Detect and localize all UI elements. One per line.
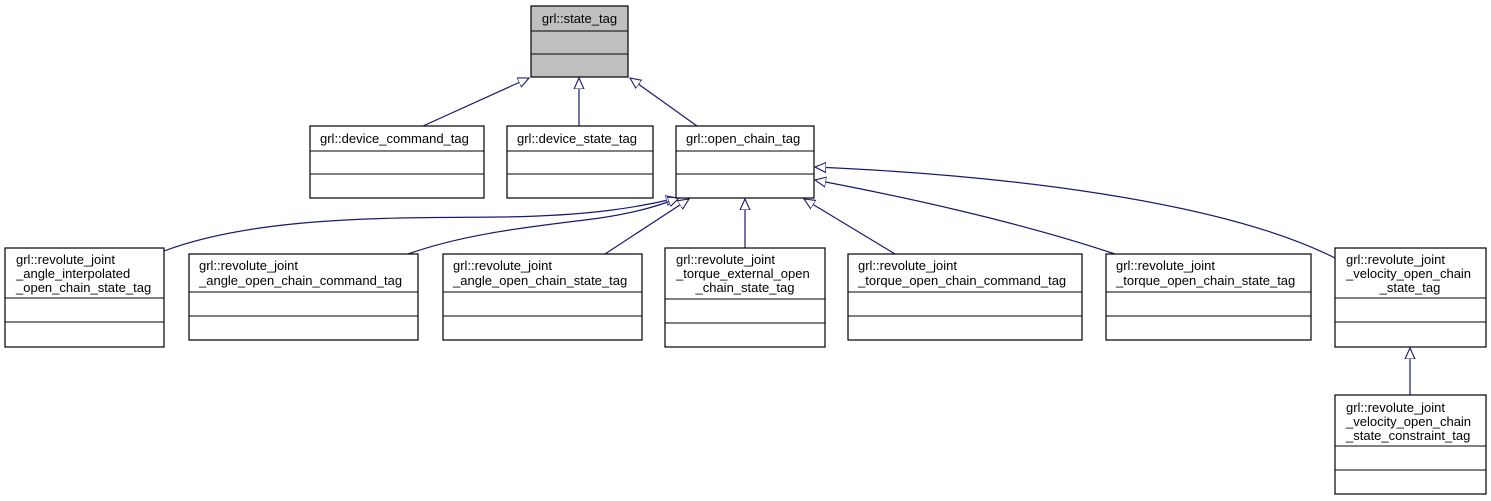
edge-torque-state-to-open-chain: [815, 180, 1116, 255]
class-name: grl::open_chain_tag: [686, 131, 800, 146]
class-device-command-tag[interactable]: grl::device_command_tag: [309, 125, 485, 199]
inheritance-edges: [163, 78, 1410, 395]
class-name-line: _torque_open_chain_command_tag: [857, 273, 1066, 288]
edge-velocity-to-open-chain: [815, 167, 1336, 259]
class-name-line: grl::revolute_joint: [1346, 400, 1445, 415]
class-name-line: _angle_interpolated: [15, 266, 130, 281]
class-torque-command-tag[interactable]: grl::revolute_joint _torque_open_chain_c…: [847, 253, 1083, 341]
class-name-line: grl::revolute_joint: [1346, 252, 1445, 267]
class-name-line: _chain_state_tag: [694, 280, 794, 295]
class-angle-state-tag[interactable]: grl::revolute_joint _angle_open_chain_st…: [442, 253, 643, 341]
class-torque-state-tag[interactable]: grl::revolute_joint _torque_open_chain_s…: [1105, 253, 1312, 341]
edge-angle-command-to-open-chain: [407, 198, 679, 255]
class-name-line: _velocity_open_chain: [1345, 266, 1471, 281]
class-name-line: grl::revolute_joint: [16, 252, 115, 267]
edge-device-command-to-state: [422, 78, 529, 127]
class-name-line: grl::revolute_joint: [1116, 258, 1215, 273]
class-name-line: _torque_external_open: [675, 266, 810, 281]
class-angle-command-tag[interactable]: grl::revolute_joint _angle_open_chain_co…: [188, 253, 419, 341]
class-name-line: _angle_open_chain_state_tag: [452, 273, 627, 288]
class-velocity-state-tag[interactable]: grl::revolute_joint _velocity_open_chain…: [1334, 247, 1487, 348]
class-name: grl::state_tag: [542, 11, 617, 26]
edge-angle-state-to-open-chain: [604, 199, 689, 255]
class-torque-external-state-tag[interactable]: grl::revolute_joint _torque_external_ope…: [664, 247, 826, 348]
class-name-line: _angle_open_chain_command_tag: [198, 273, 402, 288]
edge-torque-command-to-open-chain: [804, 199, 896, 255]
class-name-line: grl::revolute_joint: [453, 258, 552, 273]
class-device-state-tag[interactable]: grl::device_state_tag: [506, 125, 654, 199]
class-name-line: grl::revolute_joint: [199, 258, 298, 273]
edge-interpolated-to-open-chain: [163, 198, 677, 252]
class-name-line: grl::revolute_joint: [858, 258, 957, 273]
class-name-line: _state_tag: [1379, 280, 1441, 295]
class-velocity-state-constraint-tag[interactable]: grl::revolute_joint _velocity_open_chain…: [1334, 394, 1487, 495]
class-name-line: grl::revolute_joint: [676, 252, 775, 267]
class-name-line: _state_constraint_tag: [1345, 428, 1470, 443]
class-name: grl::device_command_tag: [320, 131, 469, 146]
edge-open-chain-to-state: [630, 78, 698, 127]
class-name-line: _open_chain_state_tag: [15, 280, 151, 295]
class-state-tag[interactable]: grl::state_tag: [530, 5, 629, 78]
class-open-chain-tag[interactable]: grl::open_chain_tag: [675, 125, 815, 199]
class-name: grl::device_state_tag: [517, 131, 637, 146]
class-name-line: _velocity_open_chain: [1345, 414, 1471, 429]
class-angle-interpolated-state-tag[interactable]: grl::revolute_joint _angle_interpolated …: [4, 247, 165, 348]
class-name-line: _torque_open_chain_state_tag: [1115, 273, 1295, 288]
